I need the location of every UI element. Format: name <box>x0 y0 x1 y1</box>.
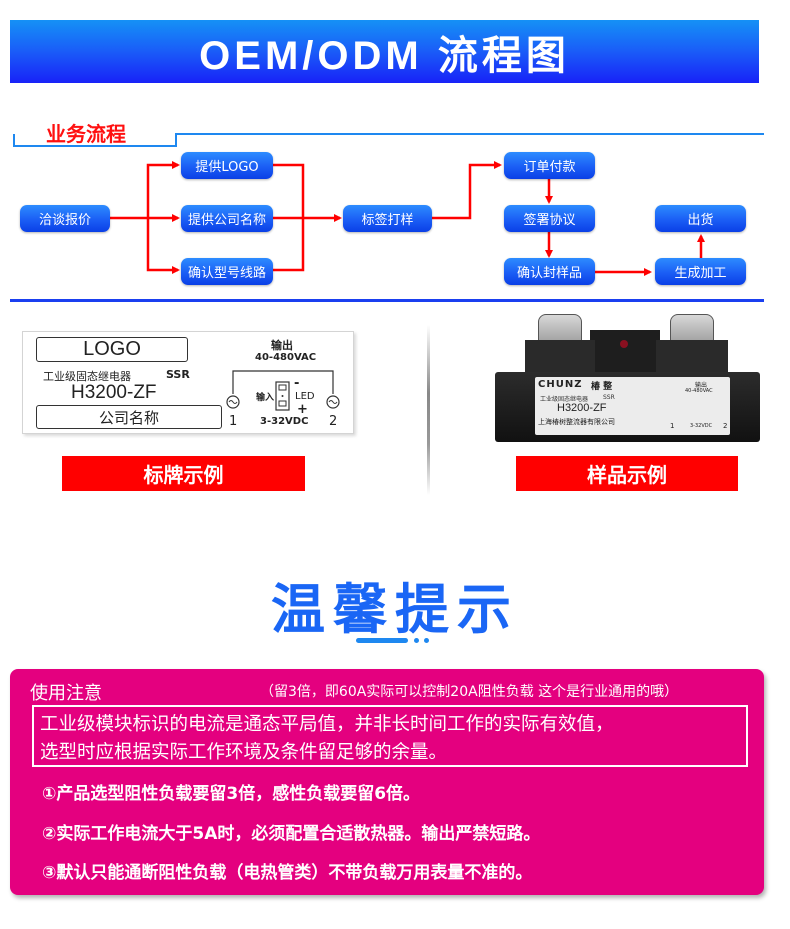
sample-terminal-2: 2 <box>723 422 728 430</box>
tips-title: 温馨提示 <box>271 578 519 641</box>
vertical-divider <box>427 325 430 495</box>
sample-input-voltage: 3-32VDC <box>690 423 713 429</box>
step-confirm-model: 确认型号线路 <box>181 258 273 285</box>
led-indicator-icon <box>620 340 628 348</box>
sample-product-type: 工业级固态继电器 <box>540 396 589 403</box>
sample-terminal-1: 1 <box>670 422 675 430</box>
step-shipping: 出货 <box>655 205 746 232</box>
sample-ssr: SSR <box>603 394 615 401</box>
tip-item: ①产品选型阻性负载要留3倍，感性负载要留6倍。 <box>42 784 421 804</box>
header-line-left <box>13 145 177 147</box>
sample-maker: 上海椿树整流器有限公司 <box>538 418 615 426</box>
nameplate-terminal-1: 1 <box>229 414 238 429</box>
terminal-1-icon <box>226 395 240 409</box>
title-underline-dot <box>424 638 429 643</box>
warning-line-2: 选型时应根据实际工作环境及条件留足够的余量。 <box>40 742 448 763</box>
step-label-sample: 标签打样 <box>343 205 432 232</box>
nameplate-logo: LOGO <box>83 338 141 360</box>
warning-frame <box>32 705 748 767</box>
nameplate-terminal-2: 2 <box>329 414 338 429</box>
step-provide-logo: 提供LOGO <box>181 152 273 179</box>
nameplate-logo-box: LOGO <box>36 337 188 362</box>
step-provide-company: 提供公司名称 <box>181 205 273 232</box>
banner: OEM/ODM 流程图 <box>10 20 759 83</box>
nameplate-example: LOGO 工业级固态继电器 SSR H3200-ZF 公司名称 输出 40-48… <box>22 331 354 434</box>
step-confirm-sample: 确认封样品 <box>504 258 595 285</box>
usage-notes-panel: 使用注意 （留3倍，即60A实际可以控制20A阻性负载 这个是行业通用的哦） 工… <box>10 669 764 895</box>
control-terminal-block <box>590 330 660 380</box>
step-quote: 洽谈报价 <box>20 205 110 232</box>
nameplate-company: 公司名称 <box>98 408 159 427</box>
sample-brand: CHUNZ <box>538 379 583 390</box>
tip-item: ③默认只能通断阻性负载（电热管类）不带负载万用表量不准的。 <box>42 863 533 883</box>
header-line-right <box>175 133 764 135</box>
nameplate-product-type: 工业级固态继电器 <box>43 370 131 383</box>
section-bottom-line <box>10 299 764 302</box>
nameplate-output-voltage: 40-480VAC <box>255 352 317 363</box>
nameplate-model: H3200-ZF <box>71 382 157 403</box>
flow-arrows <box>110 161 705 276</box>
step-production: 生成加工 <box>655 258 746 285</box>
header-line-left-tick <box>13 134 15 146</box>
arrow-to-logo <box>146 161 180 218</box>
title-underline-dot <box>414 638 419 643</box>
arrow-to-order <box>432 161 502 220</box>
header-line-step <box>175 133 177 147</box>
nameplate-output-label: 输出 <box>271 339 293 352</box>
sample-model: H3200-ZF <box>557 402 607 414</box>
step-order-payment: 订单付款 <box>504 152 595 179</box>
sample-label: CHUNZ 椿 整 工业级固态继电器 SSR H3200-ZF 上海椿树整流器有… <box>535 377 730 435</box>
led-connector-icon <box>275 381 290 411</box>
sample-brand-cn: 椿 整 <box>591 382 613 392</box>
notice-label: 使用注意 <box>30 683 102 704</box>
sample-product-image: CHUNZ 椿 整 工业级固态继电器 SSR H3200-ZF 上海椿树整流器有… <box>480 310 790 445</box>
nameplate-ssr: SSR <box>166 368 190 381</box>
nameplate-led: LED <box>295 391 315 402</box>
tip-item: ②实际工作电流大于5A时，必须配置合适散热器。输出严禁短路。 <box>42 824 541 844</box>
terminal-2-icon <box>326 395 340 409</box>
sample-output-label: 输出 <box>695 382 708 389</box>
nameplate-minus: - <box>294 376 300 391</box>
nameplate-plus: + <box>297 402 308 417</box>
title-underline-bar <box>356 638 408 643</box>
notice-note: （留3倍，即60A实际可以控制20A阻性负载 这个是行业通用的哦） <box>260 684 679 700</box>
sample-caption: 样品示例 <box>516 456 738 491</box>
section-title: 业务流程 <box>46 122 126 146</box>
nameplate-input-voltage: 3-32VDC <box>260 416 309 427</box>
arrow-to-model <box>146 218 180 274</box>
banner-title: OEM/ODM 流程图 <box>199 33 570 78</box>
nameplate-input-label: 输入 <box>256 393 275 403</box>
nameplate-circuit <box>226 370 340 411</box>
nameplate-company-box: 公司名称 <box>36 405 222 429</box>
step-sign-agreement: 签署协议 <box>504 205 595 232</box>
warning-line-1: 工业级模块标识的电流是通态平局值，并非长时间工作的实际有效值， <box>40 714 614 735</box>
nameplate-caption: 标牌示例 <box>62 456 305 491</box>
sample-output-voltage: 40-480VAC <box>685 388 713 394</box>
